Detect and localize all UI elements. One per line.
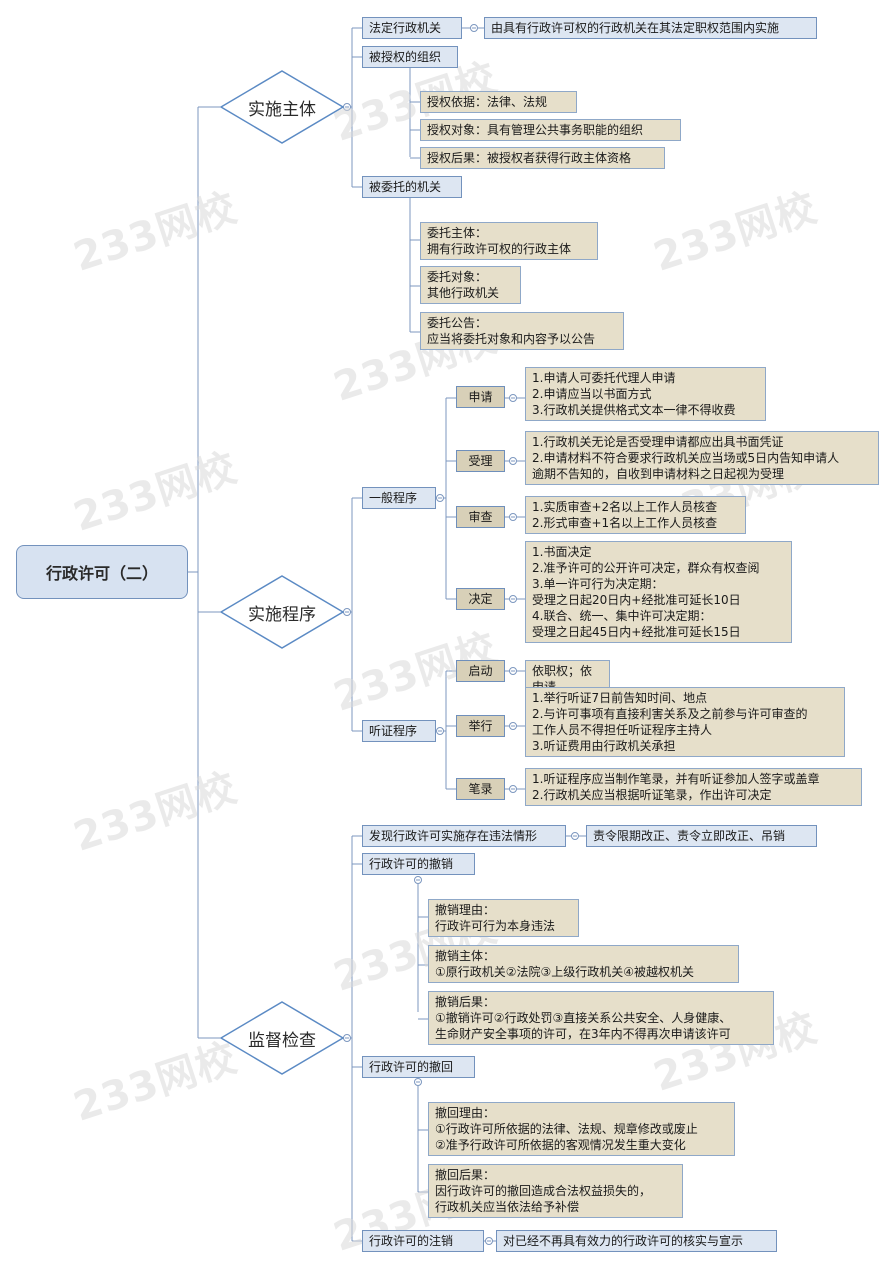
node-illegal-desc[interactable]: 责令限期改正、责令立即改正、吊销 xyxy=(586,825,817,847)
node-entrusted-agency[interactable]: 被委托的机关 xyxy=(362,176,462,198)
diamond-shape xyxy=(220,575,344,649)
topic-label: 实施程序 xyxy=(248,604,316,625)
node-auth-basis[interactable]: 授权依据：法律、法规 xyxy=(420,91,577,113)
node-hearing-start[interactable]: 启动 xyxy=(456,660,505,682)
node-legal-agency-desc[interactable]: 由具有行政许可权的行政机关在其法定职权范围内实施 xyxy=(484,17,817,39)
topic-implementing-subject[interactable]: 实施主体 xyxy=(220,70,344,144)
node-hearing-procedure[interactable]: 听证程序 xyxy=(362,720,436,742)
node-withdrawal[interactable]: 行政许可的撤回 xyxy=(362,1056,475,1078)
node-hearing-hold[interactable]: 举行 xyxy=(456,715,505,737)
node-hearing-record-desc[interactable]: 1.听证程序应当制作笔录，并有听证参加人签字或盖章 2.行政机关应当根据听证笔录… xyxy=(525,768,862,806)
diamond-shape xyxy=(220,70,344,144)
topic-supervision[interactable]: 监督检查 xyxy=(220,1001,344,1075)
node-step-accept[interactable]: 受理 xyxy=(456,450,505,472)
node-general-procedure[interactable]: 一般程序 xyxy=(362,487,436,509)
node-entrust-notice[interactable]: 委托公告： 应当将委托对象和内容予以公告 xyxy=(420,312,624,350)
node-revoke-subject[interactable]: 撤销主体： ①原行政机关②法院③上级行政机关④被越权机关 xyxy=(428,945,739,983)
node-step-decide-desc[interactable]: 1.书面决定 2.准予许可的公开许可决定，群众有权查阅 3.单一许可行为决定期：… xyxy=(525,541,792,643)
topic-label: 实施主体 xyxy=(248,99,316,120)
node-hearing-hold-desc[interactable]: 1.举行听证7日前告知时间、地点 2.与许可事项有直接利害关系及之前参与许可审查… xyxy=(525,687,845,757)
node-authorized-org[interactable]: 被授权的组织 xyxy=(362,46,458,68)
node-entrust-target[interactable]: 委托对象： 其他行政机关 xyxy=(420,266,521,304)
node-entrust-subject[interactable]: 委托主体： 拥有行政许可权的行政主体 xyxy=(420,222,598,260)
node-step-accept-desc[interactable]: 1.行政机关无论是否受理申请都应出具书面凭证 2.申请材料不符合要求行政机关应当… xyxy=(525,431,879,485)
node-revoke-reason[interactable]: 撤销理由： 行政许可行为本身违法 xyxy=(428,899,579,937)
node-auth-result[interactable]: 授权后果：被授权者获得行政主体资格 xyxy=(420,147,665,169)
node-step-apply-desc[interactable]: 1.申请人可委托代理人申请 2.申请应当以书面方式 3.行政机关提供格式文本一律… xyxy=(525,367,766,421)
node-legal-agency[interactable]: 法定行政机关 xyxy=(362,17,462,39)
diamond-shape xyxy=(220,1001,344,1075)
node-cancellation-desc[interactable]: 对已经不再具有效力的行政许可的核实与宣示 xyxy=(496,1230,777,1252)
node-withdraw-reason[interactable]: 撤回理由： ①行政许可所依据的法律、法规、规章修改或废止 ②准予行政许可所依据的… xyxy=(428,1102,735,1156)
topic-label: 监督检查 xyxy=(248,1030,316,1051)
node-step-review[interactable]: 审查 xyxy=(456,506,505,528)
root-topic[interactable]: 行政许可（二） xyxy=(16,545,188,599)
node-step-apply[interactable]: 申请 xyxy=(456,386,505,408)
node-revoke-result[interactable]: 撤销后果： ①撤销许可②行政处罚③直接关系公共安全、人身健康、 生命财产安全事项… xyxy=(428,991,774,1045)
node-hearing-record[interactable]: 笔录 xyxy=(456,778,505,800)
node-illegal-found[interactable]: 发现行政许可实施存在违法情形 xyxy=(362,825,566,847)
node-withdraw-result[interactable]: 撤回后果： 因行政许可的撤回造成合法权益损失的， 行政机关应当依法给予补偿 xyxy=(428,1164,683,1218)
node-auth-target[interactable]: 授权对象：具有管理公共事务职能的组织 xyxy=(420,119,681,141)
node-cancellation[interactable]: 行政许可的注销 xyxy=(362,1230,484,1252)
node-step-decide[interactable]: 决定 xyxy=(456,588,505,610)
topic-implementing-procedure[interactable]: 实施程序 xyxy=(220,575,344,649)
node-revocation[interactable]: 行政许可的撤销 xyxy=(362,853,475,875)
node-step-review-desc[interactable]: 1.实质审查+2名以上工作人员核查 2.形式审查+1名以上工作人员核查 xyxy=(525,496,746,534)
